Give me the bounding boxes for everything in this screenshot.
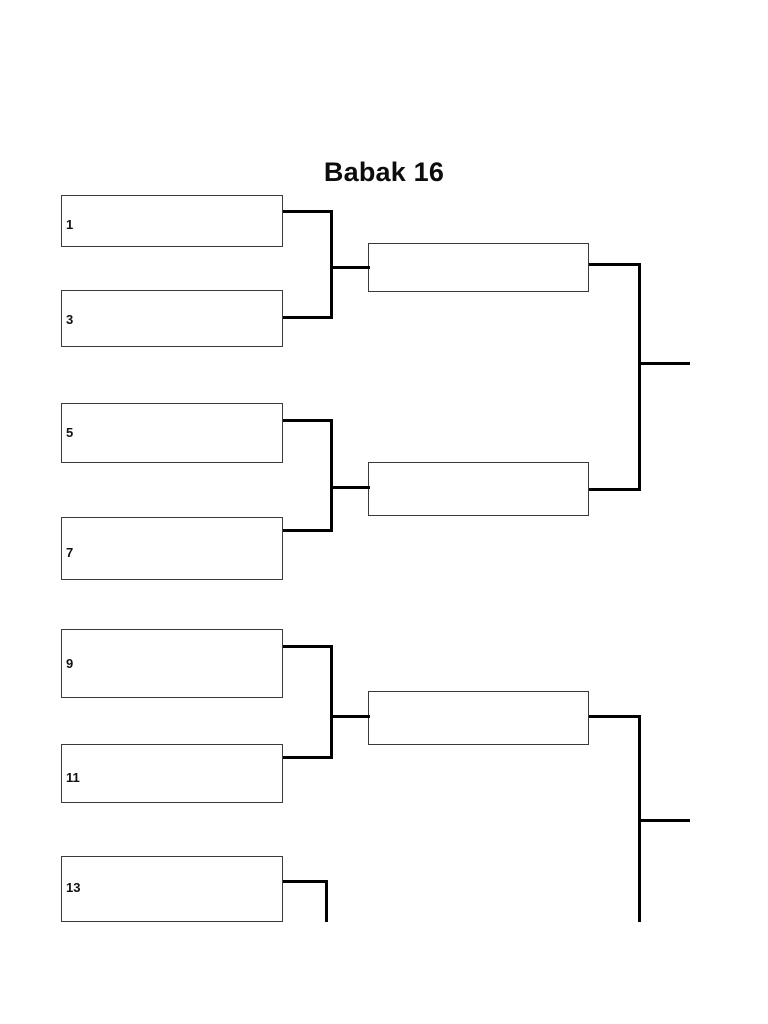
round2-slot-3[interactable] <box>368 691 589 745</box>
connector-stub-seed-9 <box>283 645 333 648</box>
seed-number: 9 <box>66 656 74 671</box>
round1-slot-seed-5[interactable]: 5 <box>61 403 283 463</box>
connector-vertical-pair-3 <box>330 645 333 759</box>
connector-stub-r2-slot-2 <box>589 488 641 491</box>
page-title: Babak 16 <box>323 157 445 187</box>
connector-stub-seed-13 <box>283 880 328 883</box>
round1-slot-seed-7[interactable]: 7 <box>61 517 283 580</box>
connector-feed-r2-slot-3 <box>330 715 370 718</box>
connector-feed-r2-slot-2 <box>330 486 370 489</box>
connector-stub-r2-slot-3 <box>589 715 641 718</box>
seed-number: 5 <box>66 425 74 440</box>
connector-feed-r2-slot-1 <box>330 266 370 269</box>
connector-stub-seed-3 <box>283 316 333 319</box>
connector-stub-seed-7 <box>283 529 333 532</box>
round2-slot-1[interactable] <box>368 243 589 292</box>
round1-slot-seed-3[interactable]: 3 <box>61 290 283 347</box>
connector-vertical-pair-4 <box>325 880 328 922</box>
round1-slot-seed-9[interactable]: 9 <box>61 629 283 698</box>
seed-number: 7 <box>66 545 74 560</box>
connector-stub-r2-slot-1 <box>589 263 641 266</box>
connector-feed-semifinal-upper <box>638 362 690 365</box>
round1-slot-seed-11[interactable]: 11 <box>61 744 283 803</box>
connector-stub-seed-1 <box>283 210 333 213</box>
round2-slot-2[interactable] <box>368 462 589 516</box>
seed-number: 3 <box>66 312 74 327</box>
round1-slot-seed-13[interactable]: 13 <box>61 856 283 922</box>
seed-number: 1 <box>66 217 74 232</box>
seed-number: 13 <box>66 880 81 895</box>
connector-vertical-pair-1 <box>330 210 333 319</box>
connector-vertical-semifinal-upper <box>638 263 641 491</box>
connector-vertical-pair-2 <box>330 419 333 532</box>
connector-feed-semifinal-lower <box>638 819 690 822</box>
connector-vertical-semifinal-lower <box>638 715 641 922</box>
seed-number: 11 <box>66 770 80 785</box>
connector-stub-seed-11 <box>283 756 333 759</box>
round1-slot-seed-1[interactable]: 1 <box>61 195 283 247</box>
connector-stub-seed-5 <box>283 419 333 422</box>
